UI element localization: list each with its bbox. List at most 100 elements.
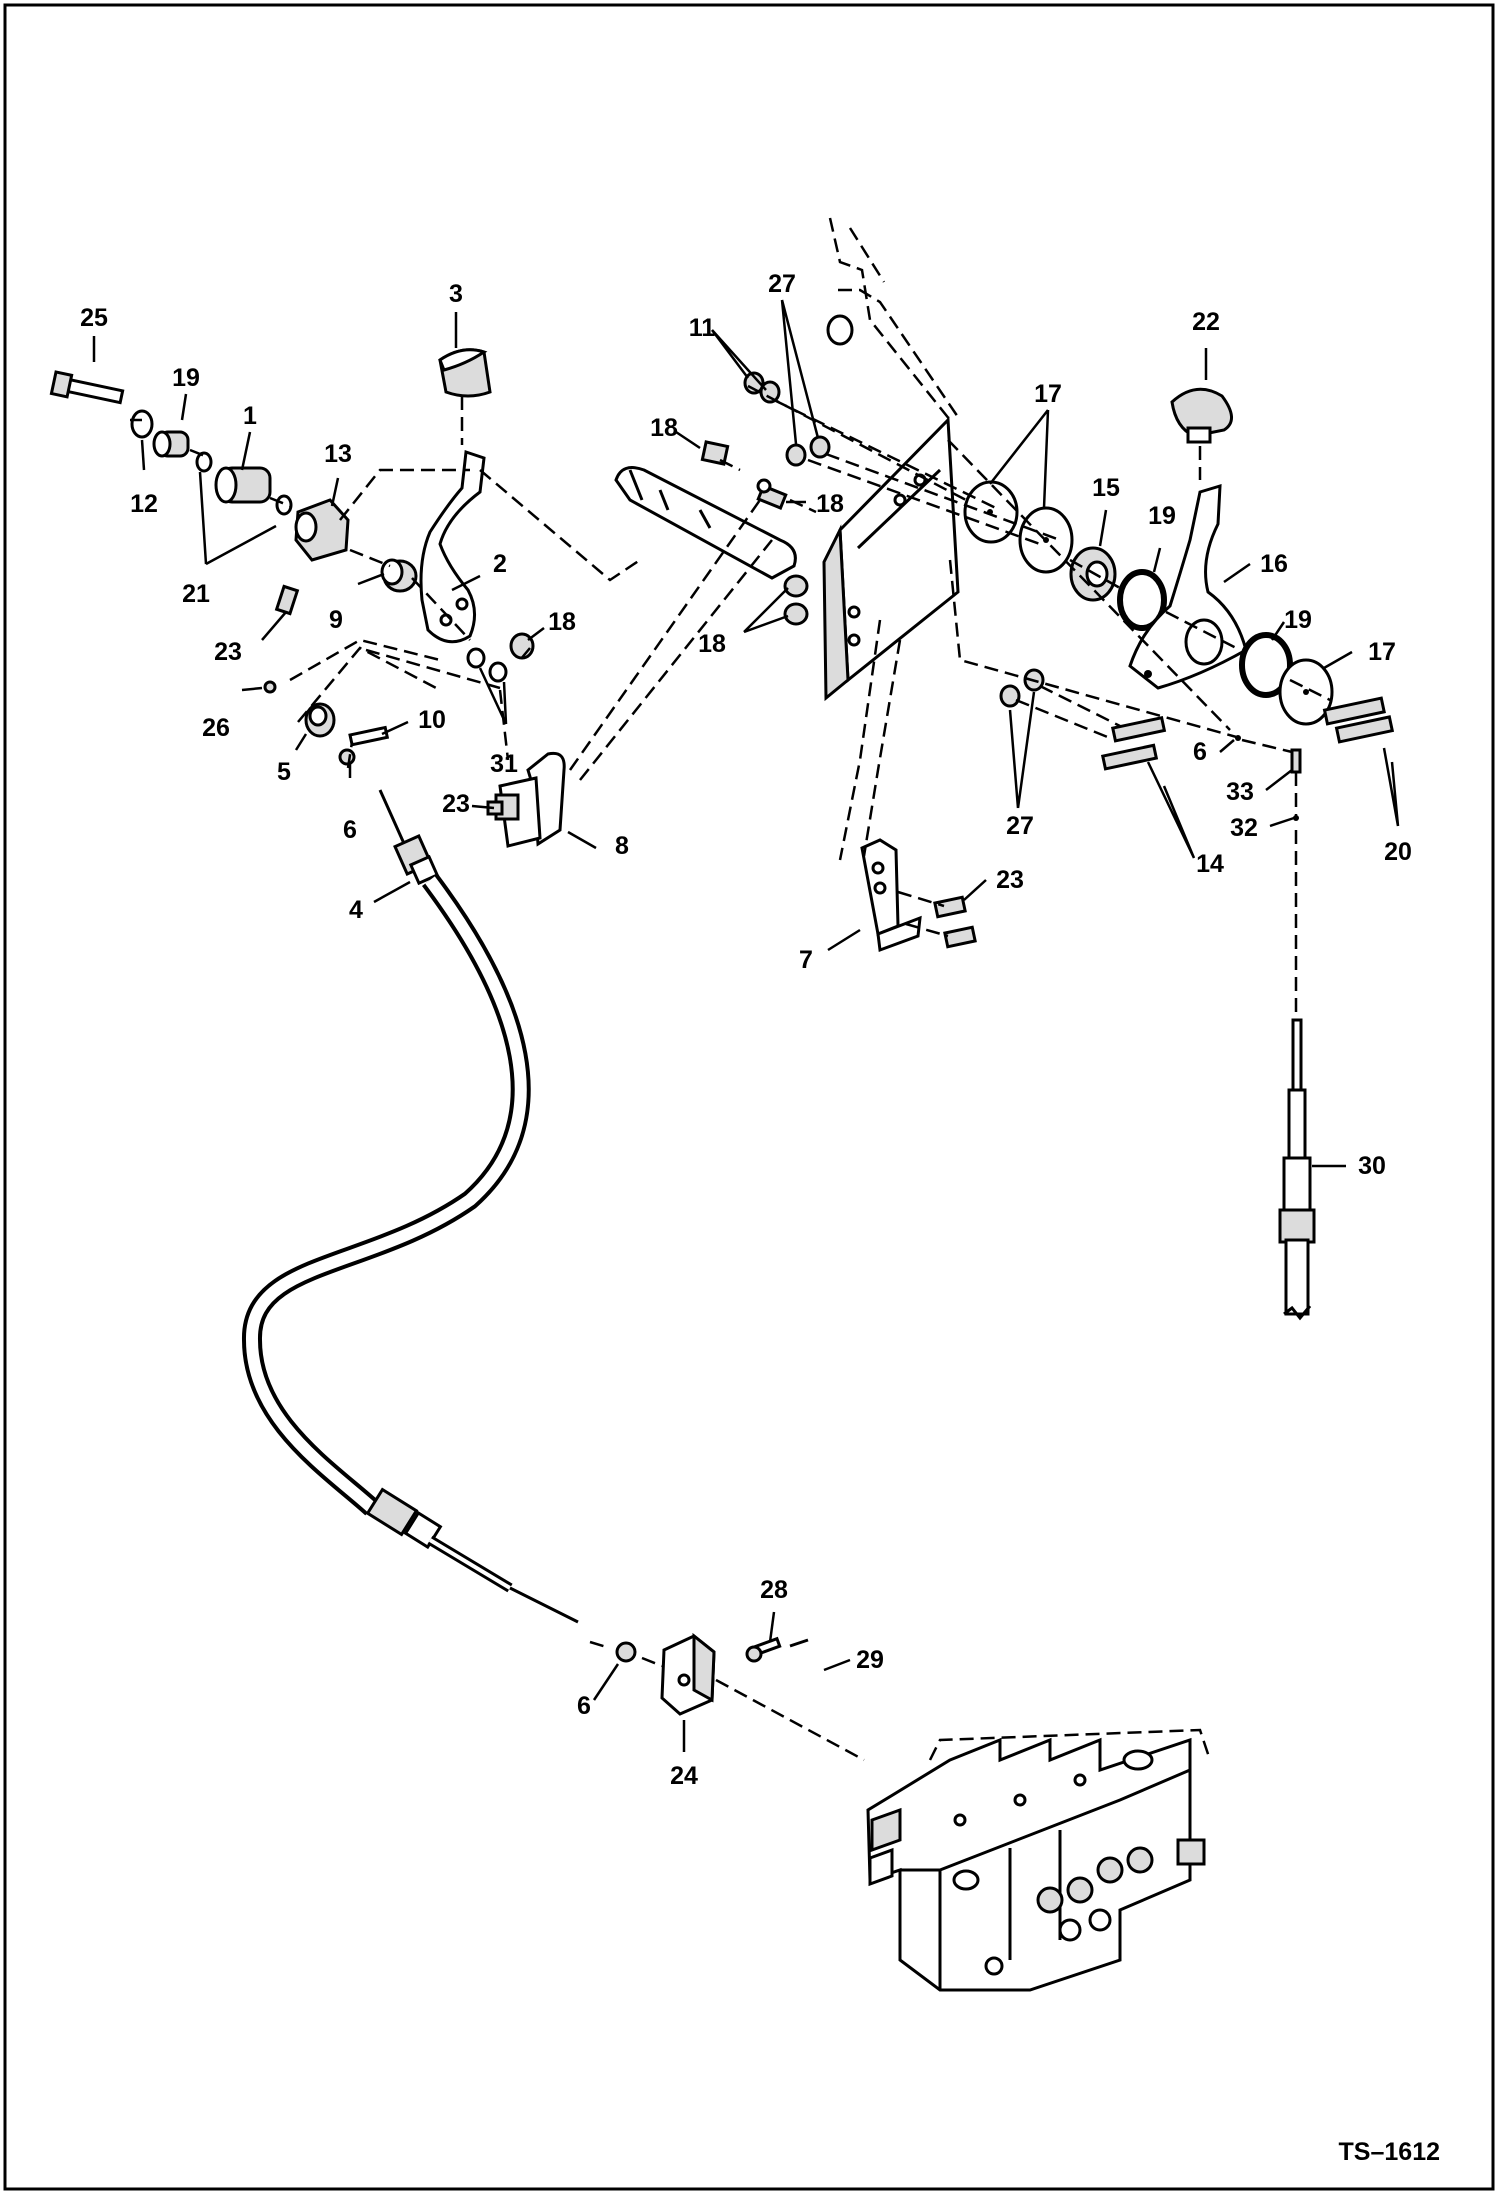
nut-6-top: [338, 748, 356, 766]
washer-17b: [1018, 506, 1074, 574]
nut-6-bottom: [615, 1641, 637, 1663]
lever-16-pin: [1144, 670, 1152, 678]
callout-18: 18: [650, 414, 678, 442]
bolt-14b: [1100, 743, 1159, 771]
bushing-19-left: [152, 430, 190, 458]
nut-18-top: [700, 440, 730, 466]
nut-27a: [785, 443, 807, 467]
callout-8: 8: [615, 832, 629, 860]
callout-18: 18: [548, 608, 576, 636]
callout-32: 32: [1230, 814, 1258, 842]
bolt-25: [49, 370, 125, 405]
cable-30: [1278, 1018, 1316, 1321]
callout-18: 18: [698, 630, 726, 658]
dash-frame-b: [848, 227, 886, 283]
callout-13: 13: [324, 440, 352, 468]
knob-22: [1170, 387, 1233, 444]
cable-rod-bottom: [509, 1586, 579, 1624]
screw-23a: [933, 895, 967, 919]
callout-6: 6: [577, 1692, 591, 1720]
screw-23-left: [274, 584, 300, 616]
callout-3: 3: [449, 280, 463, 308]
callout-19: 19: [1284, 606, 1312, 634]
cable-fitting-top: [393, 834, 440, 886]
o-ring-21a: [195, 451, 213, 473]
page-border: [3, 3, 1495, 2191]
dash-valve-top: [928, 1728, 1212, 1761]
callout-19: 19: [172, 364, 200, 392]
cable-sleeve-bottom-inner: [428, 1538, 512, 1590]
o-ring-21b: [275, 494, 293, 516]
callout-17: 17: [1034, 380, 1062, 408]
callout-24: 24: [670, 1762, 698, 1790]
bolt-20a: [1322, 696, 1386, 726]
callout-22: 22: [1192, 308, 1220, 336]
washer-17c: [1278, 658, 1334, 726]
dash-cable-to-nut: [589, 1640, 611, 1650]
o-ring-31b: [488, 661, 508, 683]
callout-17: 17: [1368, 638, 1396, 666]
cable-4-inner: [245, 876, 527, 1513]
callout-10: 10: [418, 706, 446, 734]
callout-27: 27: [768, 270, 796, 298]
callout-33: 33: [1226, 778, 1254, 806]
mounting-plate: [822, 416, 960, 702]
pin-28: [745, 1636, 782, 1663]
callout-23: 23: [442, 790, 470, 818]
pedal-hole-2: [455, 597, 469, 611]
callout-7: 7: [799, 946, 813, 974]
nut-18a: [783, 574, 809, 598]
washer-12: [130, 409, 154, 439]
callout-23: 23: [214, 638, 242, 666]
pad-3: [438, 348, 492, 398]
leader-lines: [92, 299, 1400, 1752]
callout-28: 28: [760, 1576, 788, 1604]
callout-25: 25: [80, 304, 108, 332]
callout-5: 5: [277, 758, 291, 786]
assembly-dash-lines: [130, 384, 1331, 938]
mounting-bracket-center: [614, 466, 797, 580]
callout-16: 16: [1260, 550, 1288, 578]
callout-14: 14: [1196, 850, 1224, 878]
callout-20: 20: [1384, 838, 1412, 866]
callout-27: 27: [1006, 812, 1034, 840]
bolt-14a: [1110, 715, 1167, 743]
callout-21: 21: [182, 580, 210, 608]
lever-16-hole: [1184, 618, 1224, 666]
callout-9: 9: [329, 606, 343, 634]
clip-33: [1290, 748, 1302, 774]
pedal-lever-2: [419, 449, 486, 644]
screw-10: [348, 725, 390, 747]
o-ring-19a: [1117, 569, 1167, 631]
callout-6: 6: [343, 816, 357, 844]
bolt-20b: [1334, 715, 1395, 744]
callout-12: 12: [130, 490, 158, 518]
bracket-8: [486, 751, 566, 848]
ball-26: [263, 680, 277, 694]
cotter-pin-29: [789, 1638, 809, 1648]
control-valve: [866, 1737, 1206, 1992]
ball-joint-5: [304, 702, 336, 738]
nut-27b: [809, 435, 831, 459]
clevis-24: [660, 1632, 716, 1716]
pivot-13: [294, 498, 350, 562]
callout-26: 26: [202, 714, 230, 742]
screw-23b: [943, 925, 977, 949]
cable-fitting-bottom: [365, 1487, 443, 1550]
callout-4: 4: [349, 896, 363, 924]
callout-31: 31: [490, 750, 518, 778]
bracket-7: [860, 838, 922, 953]
callout-18: 18: [816, 490, 844, 518]
bolt-11b: [759, 380, 781, 404]
callout-23: 23: [996, 866, 1024, 894]
dash-nut-to-clevis: [641, 1656, 663, 1668]
cable-rod-top: [378, 789, 408, 849]
callout-11: 11: [689, 314, 716, 342]
nut-27c: [999, 684, 1021, 708]
callout-19: 19: [1148, 502, 1176, 530]
drawing-number: TS–1612: [1339, 2138, 1440, 2166]
frame-hole: [826, 314, 854, 346]
dash-frame-a: [828, 217, 951, 421]
